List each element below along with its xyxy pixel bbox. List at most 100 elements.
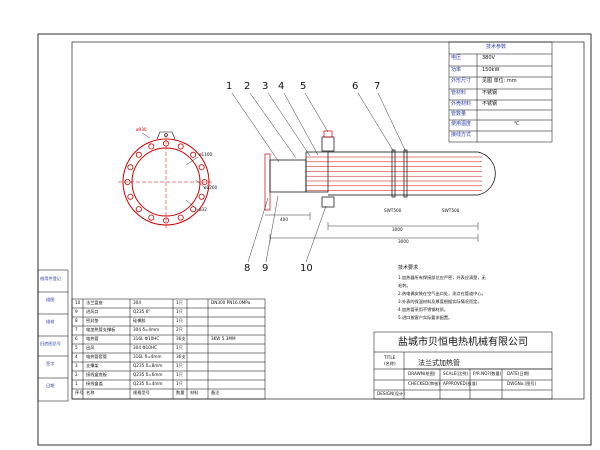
bom-cell-name: 接线盒盖 — [86, 381, 103, 386]
bom-cell-qty: 36支 — [176, 354, 186, 359]
tb-title-label-cn: (名称) — [384, 361, 396, 366]
bom-cell-no: 6 — [75, 336, 78, 341]
bom-cell-spec: 304 δ=4mm — [133, 327, 160, 332]
callout-leaders — [231, 92, 407, 263]
bolt-hole — [198, 164, 205, 171]
requirement-line: 5.进口按客户实际要求配置。 — [398, 315, 453, 320]
company-name: 盐城市贝恒电热机械有限公司 — [398, 337, 528, 348]
tech-param-label: 管材料 — [451, 90, 467, 96]
bom-cell-spec: 304 Φ10HC — [133, 345, 158, 350]
bom-cell-qty: 1只 — [176, 345, 183, 350]
tech-params-table — [448, 41, 553, 143]
bolt-hole — [177, 214, 184, 221]
bom-cell-spec: Q235 δ=6mm — [133, 372, 163, 377]
callout-5: 5 — [300, 81, 307, 92]
bom-cell-name: 出风 — [86, 345, 95, 350]
flange-label-outer: ø1200 — [204, 185, 218, 190]
tb-title-label: TITLE — [384, 355, 396, 360]
callout-1: 1 — [226, 81, 233, 92]
tb-dwg-no: DWGNo.(图号) — [507, 381, 537, 386]
bom-cell-name: 法兰盘座 — [86, 300, 103, 305]
bom-cell-qty: 1只 — [176, 381, 183, 386]
callout-4: 4 — [278, 81, 285, 92]
tech-param-value: 不锈钢 — [482, 101, 498, 107]
dimension-lines — [265, 212, 479, 242]
flange-label-tag: ø930 — [136, 127, 147, 132]
tech-param-label: 外形尺寸 — [451, 78, 472, 84]
bolt-hole — [127, 193, 134, 200]
bolt-hole — [148, 214, 155, 221]
callout-9: 9 — [262, 263, 269, 274]
callout-7: 7 — [374, 81, 381, 92]
bolt-hole — [127, 164, 134, 171]
side-label-tracing: 描图 — [46, 297, 55, 302]
bom-cell-name: 密封垫 — [86, 318, 99, 323]
bom-header-qty: 数量 — [176, 390, 185, 395]
bom-cell-name: 电加热管支撑板 — [86, 327, 116, 332]
bom-cell-no: 9 — [75, 309, 78, 314]
tech-param-label: 外壳材料 — [451, 101, 472, 107]
dim-swt500-a: SWT500 — [442, 208, 460, 213]
tech-param-value: 见图 单位: mm — [482, 78, 517, 84]
bom-cell-no: 7 — [75, 327, 78, 332]
bom-cell-note: DN300 PN16.0MPa — [211, 300, 251, 305]
requirement-line: 1.加热器所有焊接部位应严密，外表应清楚，无 — [398, 275, 486, 280]
tb-date: DATE(日期) — [507, 371, 530, 376]
bom-header-mat: 材料 — [190, 390, 199, 395]
heater-side-view — [264, 130, 496, 211]
bom-cell-name: 进风口 — [86, 309, 99, 314]
side-label-old-dwg: 旧底图总号 — [40, 341, 61, 346]
bom-cell-name: 接线盒底板 — [86, 372, 107, 377]
bom-cell-no: 8 — [75, 318, 78, 323]
flange-leaders — [141, 132, 206, 211]
requirements-title: 技术要求 — [398, 265, 419, 271]
side-label-borrowed: 借用件登记 — [40, 276, 61, 281]
flange-front-view — [118, 134, 214, 230]
bom-cell-no: 4 — [75, 354, 78, 359]
bom-cell-no: 10 — [75, 300, 81, 305]
bom-cell-qty: 36支 — [176, 336, 186, 341]
flange-label-holes: ø32 — [199, 207, 207, 212]
tech-param-label: 使用温度 — [451, 121, 472, 127]
requirement-line: 2.热电偶安装在空气出口处，测点在管道中心。 — [398, 291, 486, 296]
flange-tab — [156, 131, 176, 140]
bolt-hole — [190, 151, 197, 158]
bom-cell-spec: 316L Φ10HC — [133, 336, 160, 341]
tech-param-label: 功率 — [451, 67, 462, 73]
bom-cell-name: 电热管 — [86, 336, 99, 341]
bom-cell-qty: 2只 — [176, 327, 183, 332]
tb-part-no: P/R.NO?(数量) — [473, 371, 502, 376]
bom-cell-qty: 1只 — [176, 300, 183, 305]
bom-cell-no: 2 — [75, 372, 78, 377]
bom-cell-qty: 1只 — [176, 363, 183, 368]
bom-header-name: 名称 — [86, 390, 95, 395]
side-label-date: 日期 — [46, 383, 55, 388]
side-label-trace-check: 描校 — [46, 319, 55, 324]
bolt-hole — [198, 193, 205, 200]
bom-cell-qty: 1只 — [176, 318, 183, 323]
side-stamp-column — [37, 269, 69, 402]
callout-3: 3 — [262, 81, 269, 92]
bolt-hole — [135, 206, 142, 213]
bom-cell-qty: 1只 — [176, 309, 183, 314]
bom-cell-spec: Q235 δ=4mm — [133, 381, 163, 386]
bolt-hole — [162, 217, 169, 224]
bom-cell-spec: 硅橡胶 — [133, 318, 146, 323]
tb-design: DESIGN(设计) — [377, 391, 405, 396]
tb-checked: CHECKED(审核) — [408, 381, 440, 386]
bom-cell-no: 5 — [75, 345, 78, 350]
side-label-sign: 签字 — [46, 361, 55, 366]
bolt-hole — [190, 206, 197, 213]
bom-cell-name: 支撑架 — [86, 363, 99, 368]
heater-tubes — [306, 156, 482, 191]
bom-cell-note: 3KW 5.3MM — [211, 336, 236, 341]
bom-cell-spec: Q235 6" — [133, 309, 151, 314]
callout-6: 6 — [352, 81, 359, 92]
tb-scale: SCALE(比例) — [443, 371, 469, 376]
dim-3000-total: 3000 — [398, 239, 409, 244]
bom-header-note: 备注 — [211, 390, 220, 395]
callout-8: 8 — [244, 263, 251, 274]
bom-header-no: 序号 — [75, 390, 84, 395]
bom-cell-name: 电热管套管 — [86, 354, 107, 359]
